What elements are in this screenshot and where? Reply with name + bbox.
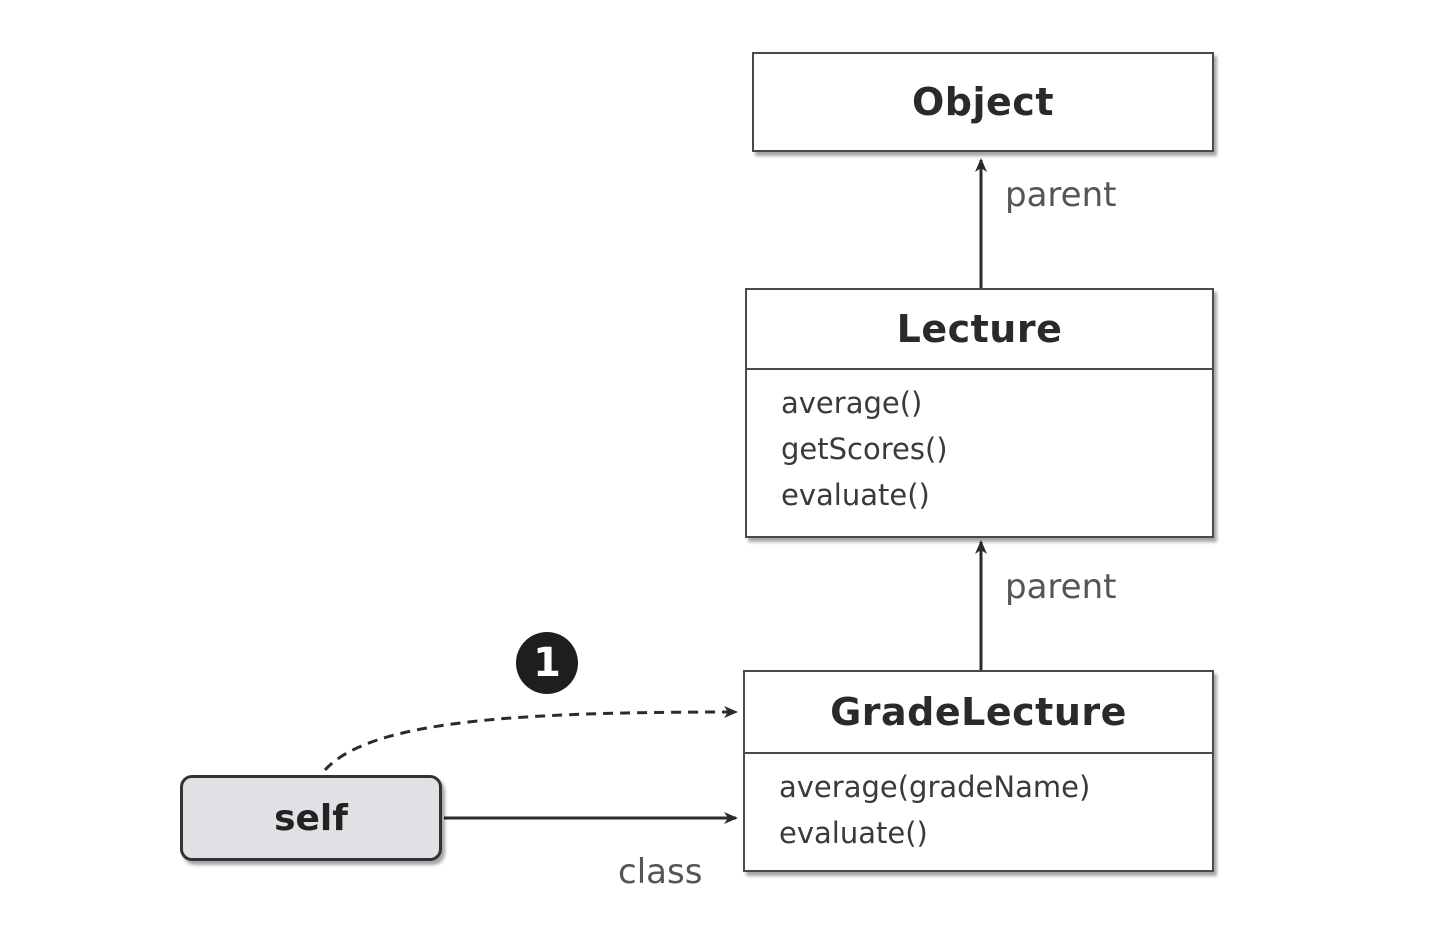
- gradelecture-method: average(gradeName): [779, 770, 1091, 804]
- gradelecture-method-list: average(gradeName) evaluate(): [745, 752, 1212, 856]
- object-class-name: Object: [912, 80, 1054, 124]
- gradelecture-class-box: GradeLecture average(gradeName) evaluate…: [743, 670, 1214, 872]
- lecture-class-name: Lecture: [896, 307, 1063, 351]
- parent-label-lower: parent: [1005, 567, 1117, 607]
- lecture-method-list: average() getScores() evaluate(): [747, 368, 1212, 518]
- gradelecture-class-name: GradeLecture: [830, 690, 1127, 734]
- gradelecture-method: evaluate(): [779, 816, 928, 850]
- lecture-method: evaluate(): [781, 478, 930, 512]
- lecture-method: average(): [781, 386, 923, 420]
- lecture-class-box: Lecture average() getScores() evaluate(): [745, 288, 1214, 538]
- step-1-badge: 1: [516, 632, 578, 694]
- lookup-dashed-arrow: [323, 706, 738, 772]
- parent-label-upper: parent: [1005, 175, 1117, 215]
- object-class-box: Object: [752, 52, 1214, 152]
- lecture-method: getScores(): [781, 432, 948, 466]
- self-instance-box: self: [180, 775, 442, 861]
- class-label: class: [618, 852, 703, 892]
